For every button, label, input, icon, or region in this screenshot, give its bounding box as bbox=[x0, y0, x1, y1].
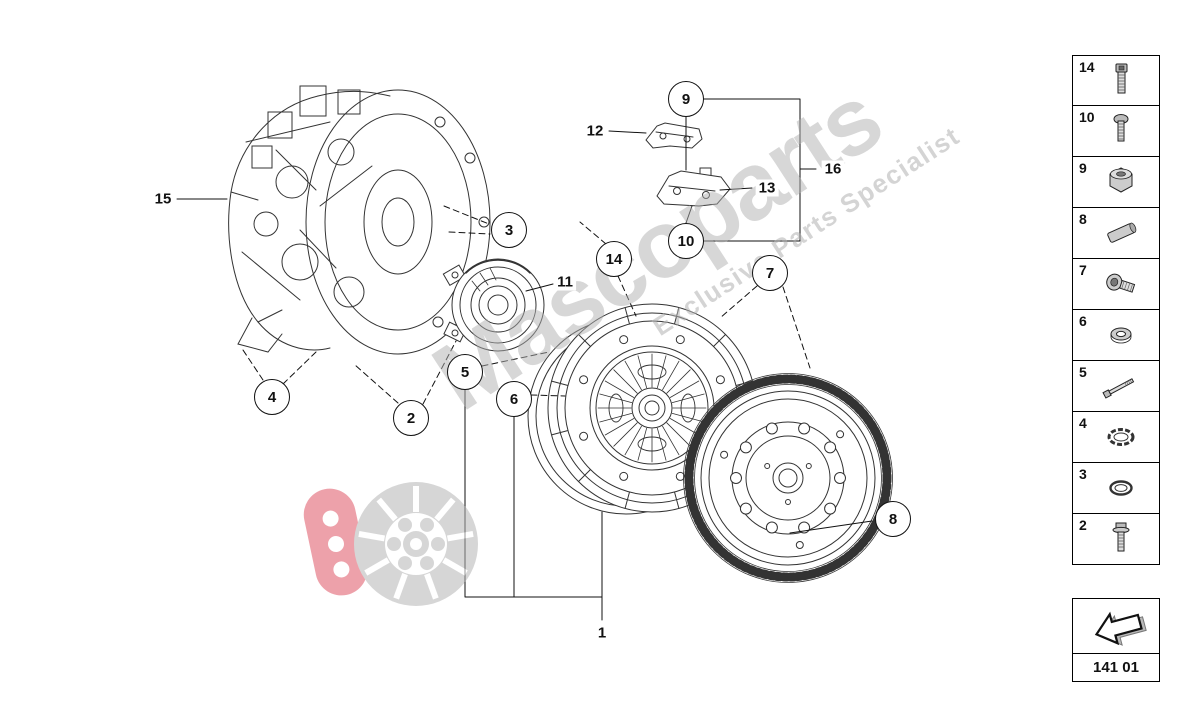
callout-10[interactable]: 10 bbox=[668, 223, 704, 259]
legend-item-number: 9 bbox=[1079, 160, 1087, 176]
hex-nut-icon bbox=[1088, 162, 1144, 202]
legend-item-3[interactable]: 3 bbox=[1072, 463, 1160, 514]
legend-item-number: 10 bbox=[1079, 109, 1095, 125]
flange-screw-icon bbox=[1088, 519, 1144, 559]
hardware-legend: 14 10 9 bbox=[1072, 55, 1160, 565]
legend-item-number: 7 bbox=[1079, 262, 1087, 278]
callout-label: 3 bbox=[504, 221, 514, 239]
callout-label: 8 bbox=[888, 510, 898, 528]
part-label-13: 13 bbox=[755, 179, 779, 197]
callout-label: 7 bbox=[765, 264, 775, 282]
legend-item-number: 8 bbox=[1079, 211, 1087, 227]
legend-item-number: 5 bbox=[1079, 364, 1087, 380]
legend-item-number: 3 bbox=[1079, 466, 1087, 482]
callout-3[interactable]: 3 bbox=[491, 212, 527, 248]
lock-ring-icon bbox=[1088, 417, 1144, 457]
legend-item-number: 4 bbox=[1079, 415, 1087, 431]
legend-item-number: 6 bbox=[1079, 313, 1087, 329]
callout-14[interactable]: 14 bbox=[596, 241, 632, 277]
dowel-pin-icon bbox=[1088, 213, 1144, 253]
callout-5[interactable]: 5 bbox=[447, 354, 483, 390]
legend-item-14[interactable]: 14 bbox=[1072, 55, 1160, 106]
legend-item-2[interactable]: 2 bbox=[1072, 514, 1160, 565]
gearbox-housing-drawing bbox=[228, 85, 491, 355]
legend-item-4[interactable]: 4 bbox=[1072, 412, 1160, 463]
diagram-code-box: 141 01 bbox=[1072, 598, 1160, 682]
legend-item-number: 14 bbox=[1079, 59, 1095, 75]
part-label-12: 12 bbox=[583, 122, 607, 140]
callout-label: 6 bbox=[509, 390, 519, 408]
legend-item-7[interactable]: 7 bbox=[1072, 259, 1160, 310]
callout-label: 4 bbox=[267, 388, 277, 406]
part-label-16: 16 bbox=[821, 160, 845, 178]
legend-item-5[interactable]: 5 bbox=[1072, 361, 1160, 412]
leader-dashed bbox=[242, 205, 811, 405]
callout-6[interactable]: 6 bbox=[496, 381, 532, 417]
legend-item-8[interactable]: 8 bbox=[1072, 208, 1160, 259]
legend-item-9[interactable]: 9 bbox=[1072, 157, 1160, 208]
back-arrow-button[interactable] bbox=[1073, 599, 1159, 653]
callout-label: 9 bbox=[681, 90, 691, 108]
legend-item-number: 2 bbox=[1079, 517, 1087, 533]
washer-icon bbox=[1088, 315, 1144, 355]
callout-label: 5 bbox=[460, 363, 470, 381]
long-bolt-icon bbox=[1088, 366, 1144, 406]
part-label-1: 1 bbox=[594, 624, 610, 642]
pan-head-screw-icon bbox=[1088, 111, 1144, 151]
legend-item-6[interactable]: 6 bbox=[1072, 310, 1160, 361]
diagram-code: 141 01 bbox=[1073, 653, 1159, 681]
bracket-parts-drawing bbox=[645, 122, 731, 207]
part-label-11: 11 bbox=[554, 273, 576, 291]
socket-bolt-icon bbox=[1088, 264, 1144, 304]
part-label-15: 15 bbox=[151, 190, 175, 208]
legend-item-10[interactable]: 10 bbox=[1072, 106, 1160, 157]
seal-ring-icon bbox=[1088, 468, 1144, 508]
callout-9[interactable]: 9 bbox=[668, 81, 704, 117]
callout-label: 14 bbox=[605, 250, 623, 268]
flywheel-drawing bbox=[683, 373, 893, 583]
callout-7[interactable]: 7 bbox=[752, 255, 788, 291]
back-arrow-icon bbox=[1094, 611, 1147, 646]
callout-4[interactable]: 4 bbox=[254, 379, 290, 415]
callout-2[interactable]: 2 bbox=[393, 400, 429, 436]
release-bearing-drawing bbox=[442, 258, 545, 352]
callout-label: 2 bbox=[406, 409, 416, 427]
socket-head-screw-icon bbox=[1088, 61, 1144, 101]
callout-8[interactable]: 8 bbox=[875, 501, 911, 537]
callout-label: 10 bbox=[677, 232, 695, 250]
